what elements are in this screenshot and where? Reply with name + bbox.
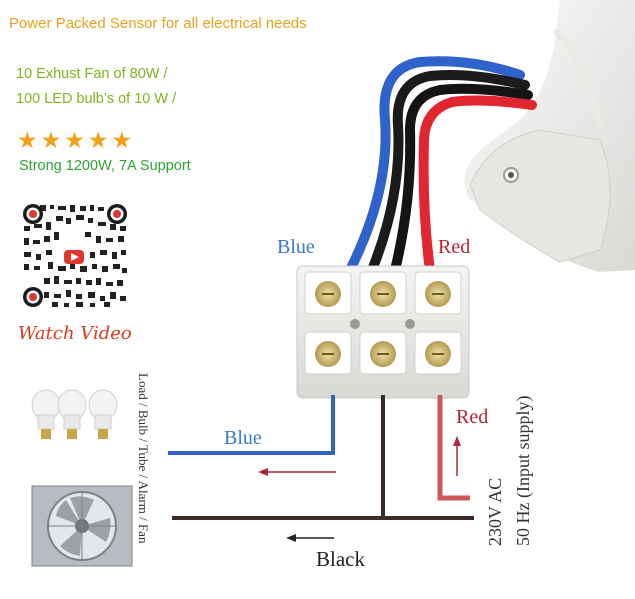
load-label: Load / Bulb / Tube / Alarm / Fan [136, 373, 151, 544]
supply-label: 230V AC 50 Hz (Input supply) [481, 396, 537, 546]
led-bulb-icon [31, 389, 118, 439]
capacity-line-led: 100 LED bulb’s of 10 W / [16, 91, 177, 107]
wire-bundle [345, 56, 537, 275]
arrow-up-icon [453, 436, 461, 476]
supply-frequency: 50 Hz (Input supply) [513, 395, 533, 546]
capacity-line-fan: 10 Exhust Fan of 80W / [16, 66, 168, 82]
header-title: Power Packed Sensor for all electrical n… [9, 15, 307, 32]
wire-label-red: Red [456, 406, 489, 428]
wire-label-blue: Blue [224, 427, 262, 449]
star-rating: ★★★★★ [17, 127, 136, 153]
arrow-left-icon [258, 468, 336, 476]
terminal-label-blue: Blue [277, 236, 315, 258]
watch-video-caption[interactable]: Watch Video [18, 323, 132, 344]
wire-label-black: Black [316, 547, 365, 571]
terminal-block [296, 265, 470, 399]
exhaust-fan-icon [31, 485, 133, 567]
sensor-housing [464, 0, 635, 272]
supply-voltage: 230V AC [485, 477, 505, 546]
support-text: Strong 1200W, 7A Support [19, 158, 191, 174]
wiring-lines [168, 395, 474, 520]
youtube-icon [64, 250, 84, 264]
arrow-left-icon [286, 534, 334, 542]
terminal-label-red: Red [438, 236, 471, 258]
